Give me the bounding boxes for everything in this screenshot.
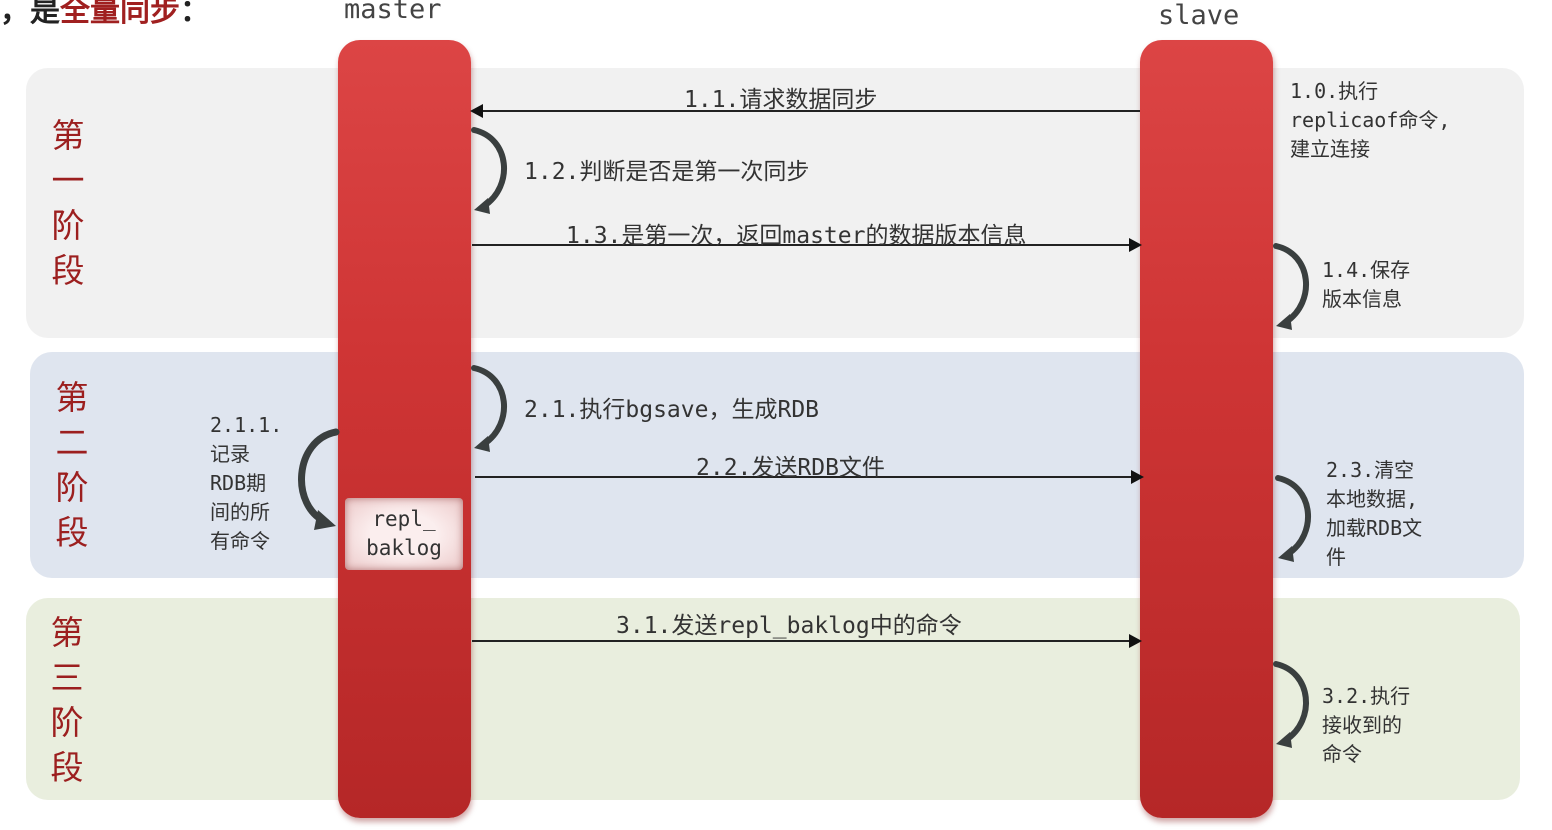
self-loop-arrow-icon [1273, 661, 1309, 748]
page-heading: ，是全量同步： [0, 0, 210, 30]
self-loop-arrow-icon [471, 365, 507, 452]
arrow-3-1 [472, 634, 1142, 648]
label-1-3: 1.3.是第一次，返回master的数据版本信息 [566, 223, 1027, 249]
note-2-3: 2.3.清空 本地数据, 加载RDB文 件 [1326, 458, 1423, 569]
phase-2-region [30, 352, 1524, 578]
label-3-1: 3.1.发送repl_baklog中的命令 [616, 613, 962, 639]
label-1-2: 1.2.判断是否是第一次同步 [524, 159, 810, 185]
phase-1-region [26, 68, 1524, 338]
slave-label: slave [1158, 0, 1240, 31]
arrow-1-1 [470, 104, 1140, 118]
record-loop-arrow-icon [298, 428, 340, 530]
phase-1-title: 第 一 阶 段 [51, 116, 85, 290]
note-1-0: 1.0.执行 replicaof命令, 建立连接 [1290, 79, 1451, 161]
arrow-2-2 [475, 470, 1144, 484]
arrow-head-right-icon [1129, 634, 1142, 648]
master-lifeline [338, 40, 471, 818]
note-3-2: 3.2.执行 接收到的 命令 [1322, 684, 1411, 766]
self-loop-arrow-icon [1273, 243, 1309, 330]
arrow-1-3 [472, 238, 1142, 252]
arrow-head-right-icon [1129, 238, 1142, 252]
arrow-head-left-icon [470, 104, 483, 118]
slave-lifeline [1140, 40, 1273, 818]
label-2-1: 2.1.执行bgsave，生成RDB [524, 397, 820, 423]
heading-prefix: ，是 [0, 0, 60, 29]
note-1-4: 1.4.保存 版本信息 [1322, 258, 1411, 311]
heading-suffix: ： [180, 0, 210, 29]
repl-baklog-box: repl_ baklog [345, 498, 463, 570]
master-label: master [344, 0, 442, 25]
self-loop-arrow-icon [471, 127, 507, 214]
note-2-1-1: 2.1.1. 记录 RDB期 间的所 有命令 [210, 413, 283, 553]
heading-highlight: 全量同步 [60, 0, 180, 29]
phase-2-title: 第 二 阶 段 [55, 378, 89, 552]
label-2-2: 2.2.发送RDB文件 [696, 455, 885, 481]
phase-3-title: 第 三 阶 段 [50, 613, 84, 787]
label-1-1: 1.1.请求数据同步 [684, 87, 878, 113]
arrow-head-right-icon [1131, 470, 1144, 484]
self-loop-arrow-icon [1275, 475, 1311, 562]
